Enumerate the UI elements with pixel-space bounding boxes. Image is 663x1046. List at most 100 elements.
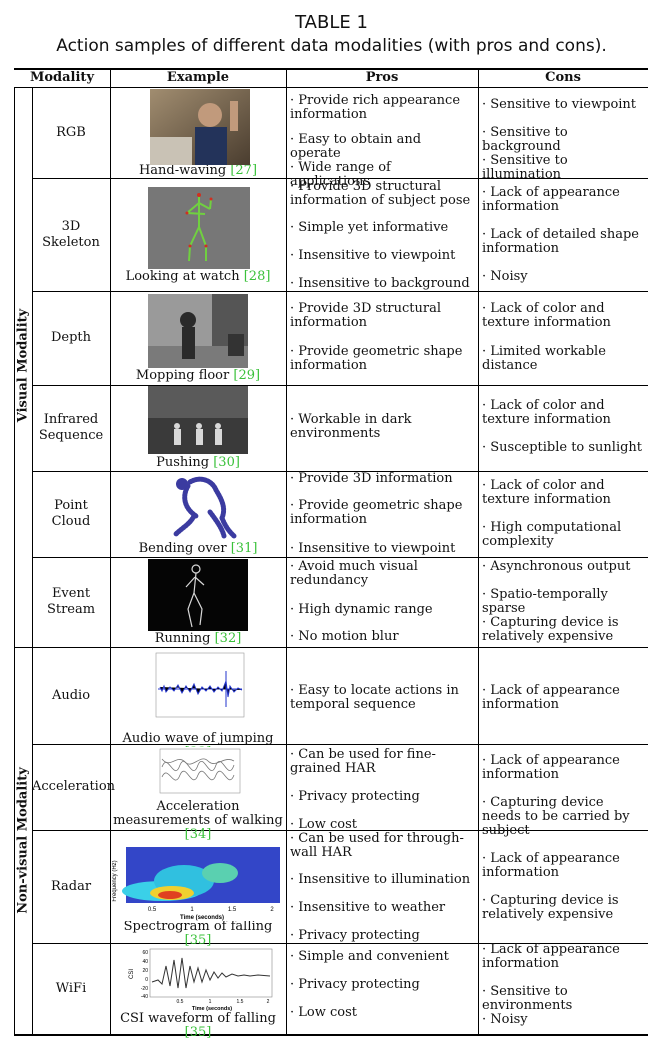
con-item: · Spatio-temporally sparse [482,587,608,616]
rgb-hand-waving-image [150,89,250,165]
citation-ref[interactable]: [32] [214,631,242,646]
pro-item: · Provide rich appearance information [290,93,461,122]
audio-waveform-image [148,651,246,723]
border-left [14,88,15,1034]
infrared-image [148,386,248,454]
wifi-y-tick: -20 [141,986,148,992]
wifi-y-tick: 0 [145,977,148,983]
example-caption: CSI waveform of falling [35] [110,1012,286,1040]
group-rule [14,647,648,648]
header-rule [14,87,648,88]
group-label-nonvisual: Non-visual Modality [15,767,31,914]
pro-item: · Wide range of applications [290,160,391,189]
pro-item: · Simple and convenient [290,949,449,964]
pro-item: · Simple yet informative [290,220,449,235]
example-label: Running [154,631,211,646]
pro-item: · Provide 3D structural information of s… [290,179,471,208]
con-item: · Noisy [482,1012,528,1027]
wifi-y-label: CSI [129,969,135,979]
radar-spectrogram-image: Frequency (Hz) 0.5 1 1.5 2 Time (seconds… [112,845,284,921]
citation-ref[interactable]: [35] [184,933,212,948]
row-rule [32,943,648,944]
modality-cell: WiFi [55,980,87,996]
bottom-rule [14,1034,648,1036]
pro-item: · Provide geometric shape information [290,498,463,527]
citation-ref[interactable]: [35] [184,1025,212,1040]
con-item: · Limited workable distance [482,344,606,373]
pro-item: · Insensitive to illumination [290,872,471,887]
pro-item: · Provide 3D information [290,471,453,486]
wifi-x-tick: 2 [267,999,270,1005]
row-rule [32,471,648,472]
header-cons: Cons [545,70,581,85]
header-modality: Modality [29,70,94,85]
pro-item: · Privacy protecting [290,789,420,804]
example-caption: Spectrogram of falling [35] [110,920,286,948]
example-label: Mopping floor [135,368,230,383]
pro-item: · Insensitive to viewpoint [290,248,456,263]
con-item: · Noisy [482,269,528,284]
citation-ref[interactable]: [29] [233,368,261,383]
con-item: · Lack of color and texture information [482,301,611,330]
wifi-x-tick: 1.5 [237,999,244,1005]
citation-ref[interactable]: [31] [230,541,258,556]
example-label: CSI waveform of falling [120,1011,276,1026]
con-item: · Lack of appearance information [482,851,620,880]
row-rule [32,291,648,292]
pro-item: · Easy to obtain and operate [290,132,422,161]
citation-ref[interactable]: [28] [243,269,271,284]
radar-x-label: Time (seconds) [180,915,224,921]
wifi-y-tick: -40 [141,994,148,1000]
example-label: Acceleration measurements of walking [113,799,283,828]
con-item: · Lack of color and texture information [482,398,611,427]
pro-item: · Can be used for through-wall HAR [290,831,464,860]
example-label: Bending over [138,541,227,556]
con-item: · Sensitive to environments [482,984,573,1013]
row-rule [32,178,648,179]
row-rule [32,830,648,831]
header-pros: Pros [365,70,399,85]
pro-item: · Privacy protecting [290,928,420,943]
con-item: · Sensitive to background [482,125,568,154]
radar-tick: 0.5 [148,907,157,913]
con-item: · Capturing device is relatively expensi… [482,615,619,644]
con-item: · Lack of appearance information [482,683,620,712]
table-caption-title: TABLE 1 [295,12,368,33]
example-label: Pushing [156,455,210,470]
example-caption: Bending over [31] [110,542,286,556]
example-caption: Pushing [30] [110,456,286,470]
pro-item: · Workable in dark environments [290,412,412,441]
modality-cell: Infrared Sequence [38,412,104,443]
citation-ref[interactable]: [34] [184,827,212,842]
wifi-y-tick: 60 [142,950,148,956]
con-item: · Lack of appearance information [482,942,620,971]
con-item: · Asynchronous output [482,559,631,574]
radar-tick: 2 [270,907,274,913]
con-item: · Capturing device needs to be carried b… [482,795,630,838]
example-caption: Looking at watch [28] [110,270,286,284]
pro-item: · No motion blur [290,629,399,644]
modality-cell: 3D Skeleton [42,218,100,250]
point-cloud-image [173,476,237,539]
example-caption: Hand-waving [27] [110,164,286,178]
modality-cell: Audio [51,687,91,703]
wifi-x-label: Time (seconds) [192,1006,232,1012]
depth-image [148,294,248,368]
example-label: Audio wave of jumping [122,731,274,746]
citation-ref[interactable]: [30] [213,455,240,470]
radar-tick: 1 [190,907,194,913]
con-item: · Lack of appearance information [482,753,620,782]
pro-item: · Insensitive to viewpoint [290,541,456,556]
header-example: Example [166,70,230,85]
event-stream-image [148,559,248,631]
pro-item: · Low cost [290,817,357,832]
example-caption: Mopping floor [29] [110,369,286,383]
con-item: · Lack of detailed shape information [482,227,639,256]
radar-tick: 1.5 [228,907,237,913]
col-divider-example [110,68,111,1034]
wifi-y-tick: 40 [142,959,148,965]
citation-ref[interactable]: [27] [230,163,258,178]
example-label: Looking at watch [125,269,240,284]
con-item: · Sensitive to illumination [482,153,568,182]
pro-item: · Provide 3D structural information [290,301,442,330]
